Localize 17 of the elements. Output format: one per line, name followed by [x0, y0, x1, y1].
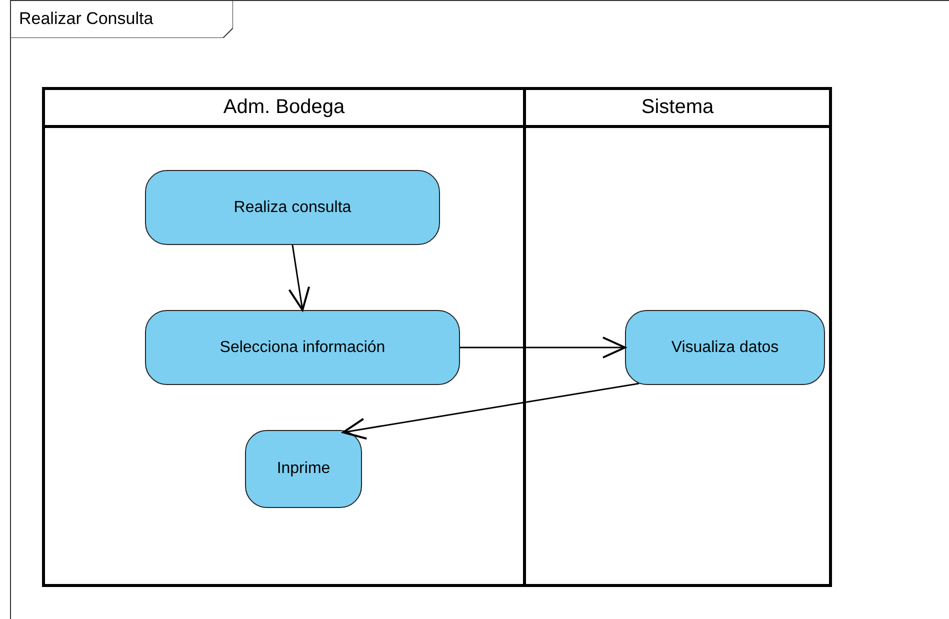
lane-title: Sistema — [640, 96, 715, 119]
action-label: Inprime — [276, 460, 330, 478]
action-node — [625, 310, 825, 385]
diagram-frame — [10, 0, 949, 619]
action-node — [245, 430, 362, 508]
swimlane — [42, 87, 526, 587]
action-node — [145, 170, 440, 245]
frame-title: Realizar Consulta — [19, 9, 154, 29]
lane-title: Adm. Bodega — [222, 96, 346, 119]
swimlane — [523, 87, 832, 587]
arrow — [288, 244, 310, 311]
arrow — [342, 382, 640, 440]
action-label: Selecciona información — [220, 338, 386, 356]
action-label: Visualiza datos — [671, 338, 779, 356]
action-node — [145, 310, 460, 385]
action-label: Realiza consulta — [234, 198, 352, 216]
arrow — [460, 336, 626, 358]
